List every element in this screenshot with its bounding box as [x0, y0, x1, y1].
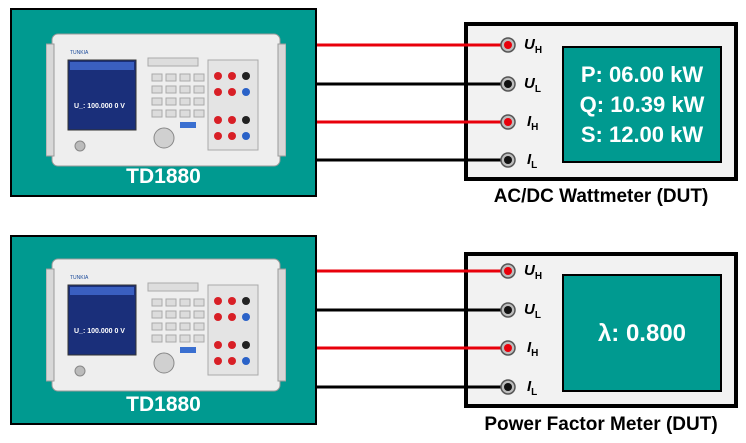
brand-text: TUNKIA — [70, 275, 89, 281]
source-panel-top: TUNKIA U_: 100.000 0 V TD1880 — [10, 8, 317, 197]
dut-caption: Power Factor Meter (DUT) — [484, 414, 718, 435]
reading-lambda: λ: 0.800 — [597, 320, 687, 347]
brand-text: TUNKIA — [70, 50, 89, 56]
red-terminal-icon — [500, 263, 516, 279]
black-terminal-icon — [500, 76, 516, 92]
dut-display: P: 06.00 kW Q: 10.39 kW S: 12.00 kW — [562, 46, 722, 163]
terminal-label-ul: UL — [524, 75, 541, 95]
reading-q: Q: 10.39 kW — [579, 92, 705, 117]
display-value: U_: 100.000 0 V — [74, 103, 125, 110]
dut-caption: AC/DC Wattmeter (DUT) — [493, 186, 709, 207]
source-label: TD1880 — [126, 165, 201, 188]
dut-display: λ: 0.800 — [562, 274, 722, 392]
red-terminal-icon — [500, 340, 516, 356]
instrument-icon: TUNKIA U_: 100.000 0 V — [46, 258, 286, 392]
display-value: U_: 100.000 0 V — [74, 328, 125, 335]
reading-p: P: 06.00 kW — [580, 62, 704, 87]
terminal-label-uh: UH — [524, 262, 543, 282]
black-terminal-icon — [500, 379, 516, 395]
black-terminal-icon — [500, 302, 516, 318]
source-label: TD1880 — [126, 393, 201, 416]
black-terminal-icon — [500, 152, 516, 168]
terminal-label-ul: UL — [524, 301, 541, 321]
terminal-label-uh: UH — [524, 36, 543, 56]
terminal-label-ih: IH — [527, 339, 539, 359]
terminal-label-il: IL — [527, 151, 538, 171]
red-terminal-icon — [500, 37, 516, 53]
instrument-icon: TUNKIA U_: 100.000 0 V — [46, 33, 286, 167]
reading-s: S: 12.00 kW — [580, 122, 704, 147]
source-panel-bottom: TUNKIA U_: 100.000 0 V TD1880 — [10, 235, 317, 425]
terminal-label-ih: IH — [527, 113, 539, 133]
red-terminal-icon — [500, 114, 516, 130]
terminal-label-il: IL — [527, 378, 538, 398]
